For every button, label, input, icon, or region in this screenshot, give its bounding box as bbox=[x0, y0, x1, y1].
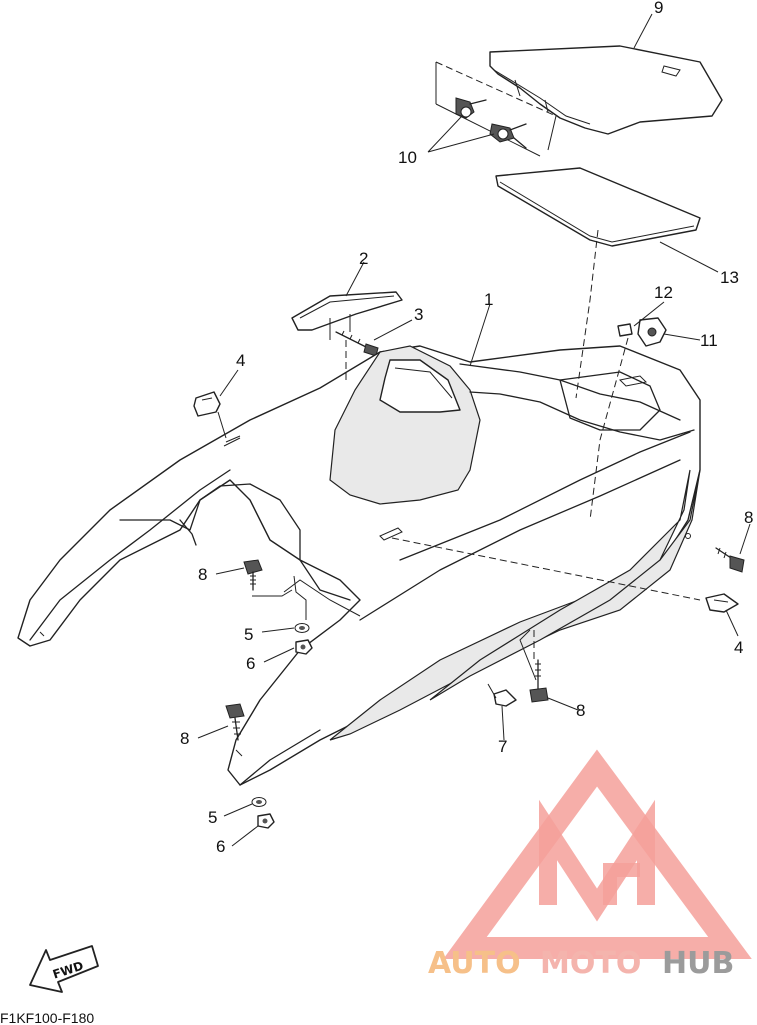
callout-4-upper: 4 bbox=[236, 351, 245, 370]
callout-11: 11 bbox=[700, 331, 718, 350]
callout-numbers: 9 10 13 2 3 1 12 11 4 8 8 4 5 6 8 8 7 5 … bbox=[180, 0, 753, 856]
callout-8-left: 8 bbox=[198, 565, 207, 584]
part-6-nut-lower bbox=[257, 813, 275, 829]
callout-9: 9 bbox=[654, 0, 663, 17]
part-3-screw bbox=[335, 330, 379, 357]
callout-6-upper: 6 bbox=[246, 654, 255, 673]
callout-6-lower: 6 bbox=[216, 837, 225, 856]
callout-10: 10 bbox=[398, 148, 417, 167]
callout-2: 2 bbox=[359, 249, 368, 268]
callout-5-lower: 5 bbox=[208, 808, 217, 827]
diagram-code: F1KF100-F180 bbox=[0, 1010, 94, 1025]
part-5-washer-upper bbox=[294, 623, 310, 633]
part-8-bolt-right bbox=[715, 547, 745, 573]
watermark-auto: AUTO bbox=[428, 946, 521, 981]
fwd-arrow-icon: FWD bbox=[29, 945, 99, 993]
watermark-text: AUTO MOTO HUB bbox=[428, 946, 734, 981]
watermark-moto: MOTO bbox=[540, 946, 641, 981]
part-12-grommet bbox=[617, 323, 633, 337]
part-4-clip-right bbox=[705, 593, 739, 613]
watermark-logo bbox=[443, 749, 752, 959]
part-2-handle bbox=[291, 291, 403, 340]
part-4-clip-upper bbox=[193, 391, 221, 417]
callout-12: 12 bbox=[654, 283, 673, 302]
part-11-clip bbox=[637, 317, 667, 347]
part-7-clip bbox=[493, 689, 517, 707]
part-8-bolt-lower bbox=[529, 659, 549, 703]
callout-5-upper: 5 bbox=[244, 625, 253, 644]
leader-lines bbox=[197, 13, 751, 847]
part-13-seat-pad bbox=[495, 167, 701, 247]
part-9-hatch-cover bbox=[435, 45, 723, 157]
part-5-washer-lower bbox=[251, 797, 267, 807]
part-8-bolt-front bbox=[225, 703, 245, 741]
callout-3: 3 bbox=[414, 305, 423, 324]
part-1-rear-body bbox=[17, 345, 701, 786]
callout-8-lower: 8 bbox=[576, 701, 585, 720]
callout-8-front: 8 bbox=[180, 729, 189, 748]
callout-7: 7 bbox=[498, 737, 507, 756]
assembly-lines bbox=[217, 229, 701, 699]
part-8-bolt-left bbox=[243, 559, 263, 591]
callout-13: 13 bbox=[720, 268, 739, 287]
callout-8-right: 8 bbox=[744, 508, 753, 527]
callout-1: 1 bbox=[484, 290, 493, 309]
part-6-nut-upper bbox=[295, 639, 313, 655]
part-10-latch bbox=[455, 97, 527, 149]
watermark-hub: HUB bbox=[662, 946, 734, 981]
callout-4-right: 4 bbox=[734, 638, 743, 657]
